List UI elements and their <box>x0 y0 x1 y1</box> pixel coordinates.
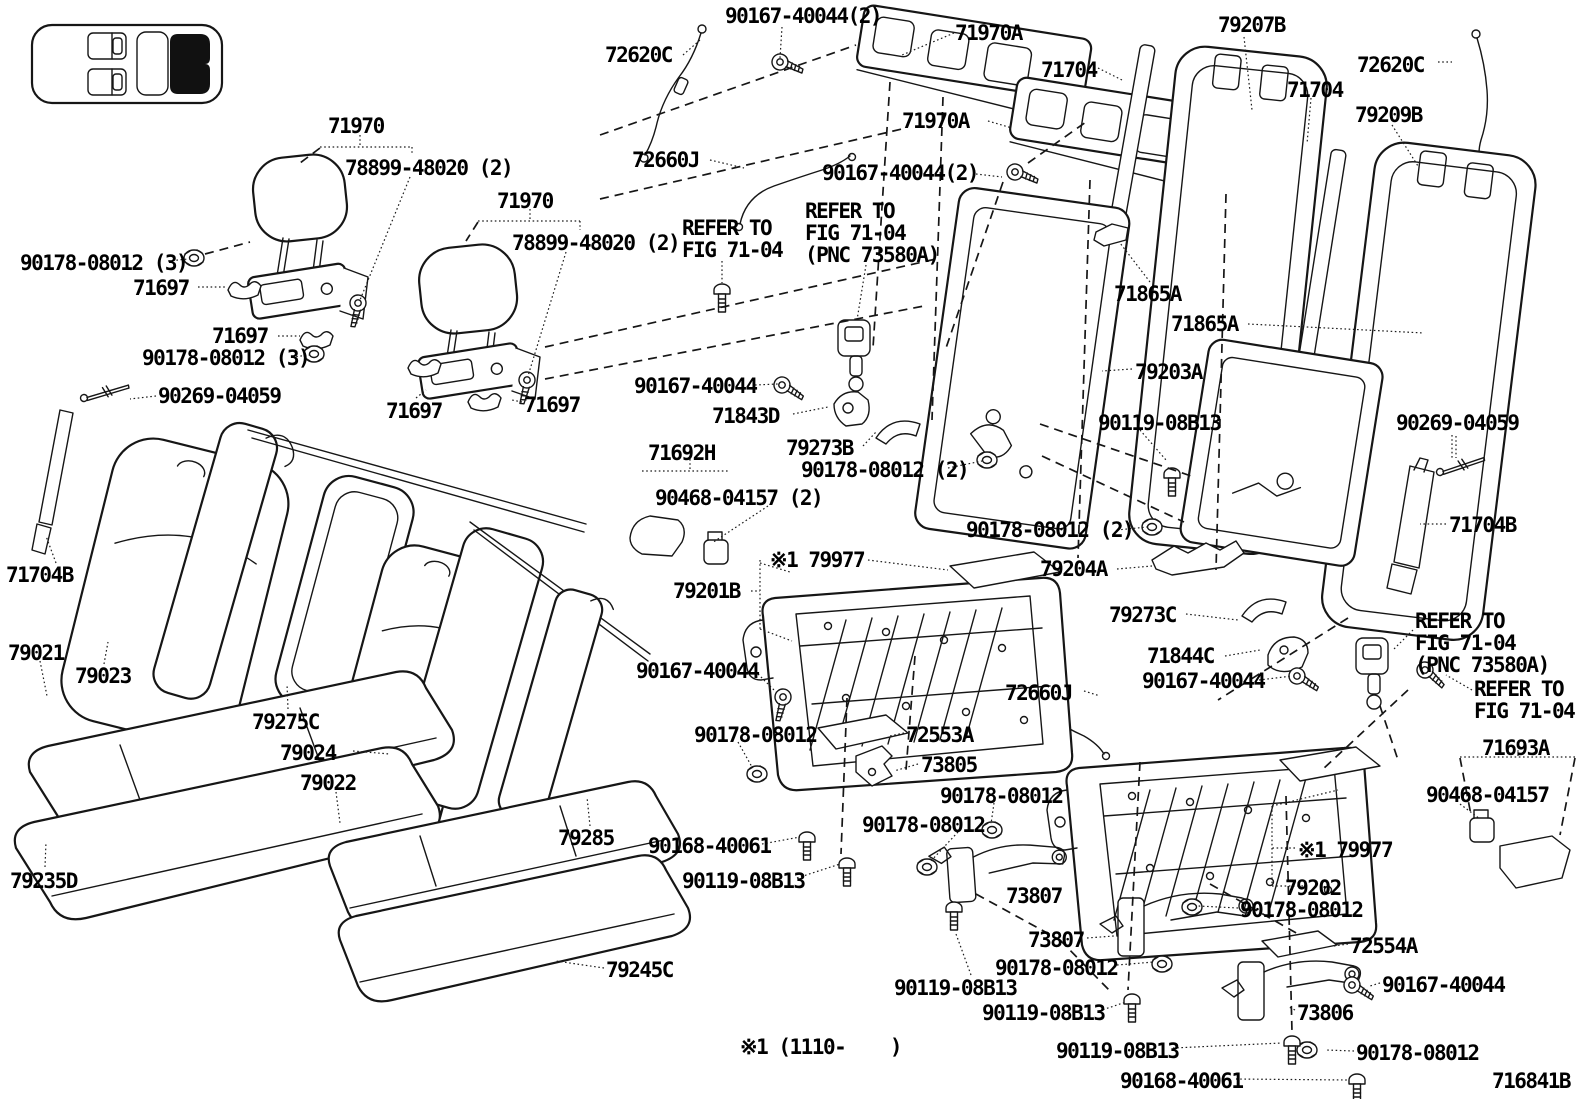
part-label: 79209B <box>1355 103 1423 127</box>
stay-rods <box>31 381 1487 595</box>
part-label: 79273C <box>1109 603 1177 627</box>
part-label: 73807 <box>1006 884 1063 908</box>
part-label: 79202 <box>1285 876 1342 900</box>
part-label: 71704B <box>6 563 74 587</box>
seat-track-assemblies <box>741 551 1381 962</box>
part-label: 79245C <box>606 958 674 982</box>
part-label: 90468-04157 <box>1426 783 1550 807</box>
part-label: 90178-08012 <box>1240 898 1364 922</box>
part-label: 90168-40061 <box>1120 1069 1244 1093</box>
leader-lines <box>39 26 1576 1081</box>
part-label: 73807 <box>1028 928 1085 952</box>
belt-buckle-2 <box>1355 637 1389 710</box>
part-label: 79204A <box>1040 557 1108 581</box>
part-label: 79273B <box>786 436 854 460</box>
part-label: REFER TO FIG 71-04 (PNC 73580A) <box>1415 609 1550 677</box>
part-label: 90269-04059 <box>1396 411 1520 435</box>
part-label: 71843D <box>712 404 780 428</box>
part-label: 90468-04157 (2) <box>655 486 824 510</box>
part-label: 90167-40044 <box>1382 973 1506 997</box>
part-label: 90119-08B13 <box>982 1001 1106 1025</box>
part-label: 90178-08012 (3) <box>142 346 311 370</box>
part-label: 90167-40044 <box>634 374 758 398</box>
part-label: 72554A <box>1350 934 1418 958</box>
part-label: 90119-08B13 <box>1098 411 1222 435</box>
figure-code: 716841B <box>1492 1069 1572 1093</box>
part-label: 90269-04059 <box>158 384 282 408</box>
part-label: 90167-40044 <box>636 659 760 683</box>
part-label: 90119-08B13 <box>894 976 1018 1000</box>
footnote: ※1 (1110- ) <box>740 1035 902 1059</box>
part-label: 72620C <box>605 43 673 67</box>
part-label: 90178-08012 (3) <box>20 251 189 275</box>
part-label: 90178-08012 <box>1356 1041 1480 1065</box>
assembly-dashed-lines <box>204 44 1576 1033</box>
part-label: 79275C <box>252 710 320 734</box>
part-label: 71704 <box>1287 78 1344 102</box>
part-label: 79021 <box>8 641 65 665</box>
part-label: 90178-08012 <box>940 784 1064 808</box>
part-label: 71970 <box>328 114 385 138</box>
part-label: 71697 <box>524 393 581 417</box>
belt-buckle <box>837 319 871 392</box>
part-label: 90119-08B13 <box>682 869 806 893</box>
part-label: 72620C <box>1357 53 1425 77</box>
part-label: 79022 <box>300 771 357 795</box>
headrest-assemblies <box>227 153 541 412</box>
vehicle-inset-icon <box>30 23 224 105</box>
small-parts <box>629 319 1571 1021</box>
part-label: 90167-40044(2) <box>822 161 980 185</box>
part-label: 71697 <box>386 399 443 423</box>
part-label: 71692H <box>648 441 716 465</box>
part-label: 71970A <box>955 21 1023 45</box>
part-label: 71865A <box>1114 282 1182 306</box>
part-label: 90167-40044 <box>1142 669 1266 693</box>
part-label: 71693A <box>1482 736 1550 760</box>
part-label: 71844C <box>1147 644 1215 668</box>
part-label: 73806 <box>1297 1001 1354 1025</box>
part-label: 90178-08012 <box>995 956 1119 980</box>
part-label: REFER TO FIG 71-04 <box>1474 677 1576 723</box>
part-label: 71704B <box>1449 513 1517 537</box>
part-label: 71970 <box>497 189 554 213</box>
seat-cushions <box>13 670 692 1003</box>
part-label: 78899-48020 (2) <box>345 156 514 180</box>
part-label: 79285 <box>558 826 615 850</box>
part-label: 71697 <box>133 276 190 300</box>
part-label: 71697 <box>212 324 269 348</box>
part-label: 90178-08012 (2) <box>801 458 970 482</box>
part-label: 90178-08012 <box>862 813 986 837</box>
part-label: 71704 <box>1041 58 1098 82</box>
part-label: 71865A <box>1171 312 1239 336</box>
part-label: 90178-08012 (2) <box>966 518 1135 542</box>
part-label: 73805 <box>921 753 978 777</box>
part-label: ※1 79977 <box>770 548 866 572</box>
part-label: 79024 <box>280 741 337 765</box>
part-label: 72660J <box>1005 681 1073 705</box>
part-label: 78899-48020 (2) <box>512 231 681 255</box>
part-label: REFER TO FIG 71-04 <box>682 216 784 262</box>
part-label: ※1 79977 <box>1298 838 1394 862</box>
part-label: 90178-08012 <box>694 723 818 747</box>
part-label: 79207B <box>1218 13 1286 37</box>
part-label: 72553A <box>906 723 974 747</box>
part-label: 79203A <box>1135 360 1203 384</box>
seatback-frames <box>914 44 1537 641</box>
part-label: 90167-40044(2) <box>725 4 883 28</box>
part-label: 79023 <box>75 664 132 688</box>
part-label: REFER TO FIG 71-04 (PNC 73580A) <box>805 199 940 267</box>
part-label: 79235D <box>10 869 78 893</box>
part-label: 72660J <box>632 148 700 172</box>
part-label: 71970A <box>902 109 970 133</box>
part-label: 90168-40061 <box>648 834 772 858</box>
part-label: 90119-08B13 <box>1056 1039 1180 1063</box>
part-label: 79201B <box>673 579 741 603</box>
